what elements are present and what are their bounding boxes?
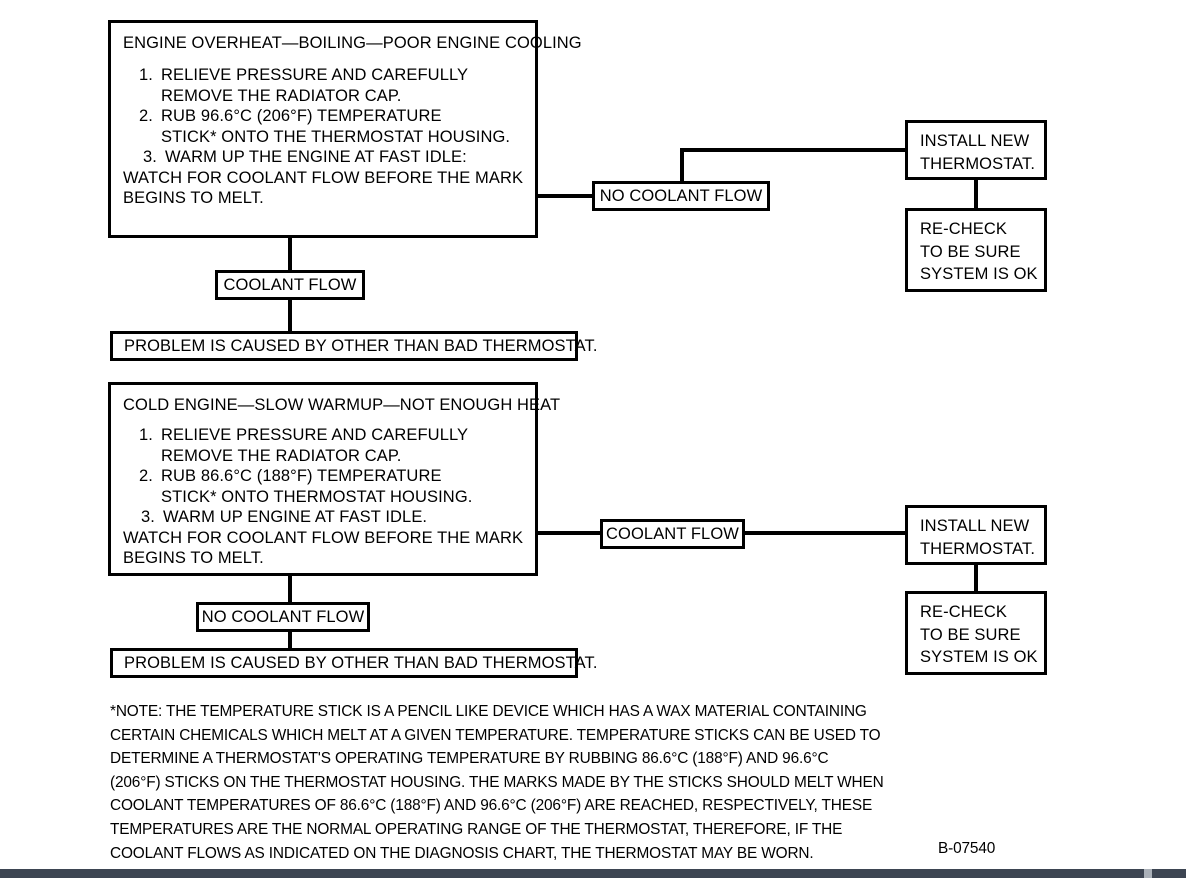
cold-coolant-flow-label: COOLANT FLOW	[606, 524, 739, 543]
footnote-line-3: DETERMINE A THERMOSTAT'S OPERATING TEMPE…	[110, 750, 829, 768]
cold-step-1-line1: 1. RELIEVE PRESSURE AND CAREFULLY	[123, 425, 523, 446]
footnote-line-5: COOLANT TEMPERATURES OF 86.6°C (188°F) A…	[110, 797, 873, 815]
footnote-line-2: CERTAIN CHEMICALS WHICH MELT AT A GIVEN …	[110, 726, 881, 744]
overheat-step-3-number: 3.	[143, 148, 157, 166]
connector-no-flow-riser	[680, 148, 684, 184]
overheat-step-2-number: 2.	[139, 107, 153, 125]
overheat-tail-line-1: WATCH FOR COOLANT FLOW BEFORE THE MARK	[123, 168, 524, 187]
overheat-step-3-line1: 3. WARM UP THE ENGINE AT FAST IDLE:	[123, 147, 523, 168]
cold-install-line-2: THERMOSTAT.	[920, 539, 1036, 558]
connector-no-flow-to-install	[680, 148, 908, 152]
cold-step-2-number: 2.	[139, 467, 153, 485]
cold-step-1-text: RELIEVE PRESSURE AND CAREFULLY	[161, 426, 469, 444]
overheat-panel-title: ENGINE OVERHEAT—BOILING—POOR ENGINE COOL…	[123, 34, 582, 52]
overheat-no-coolant-flow-label: NO COOLANT FLOW	[599, 186, 763, 205]
cold-procedure-panel: COLD ENGINE—SLOW WARMUP—NOT ENOUGH HEAT …	[108, 382, 561, 576]
bottom-status-bar	[0, 869, 1186, 878]
overheat-no-coolant-flow-box: NO COOLANT FLOW	[592, 181, 770, 211]
overheat-step-3-text: WARM UP THE ENGINE AT FAST IDLE:	[165, 148, 467, 166]
connector-cold-flow-to-install	[744, 531, 908, 535]
connector-cold-no-flow-to-result	[288, 630, 292, 650]
cold-step-1-line2: REMOVE THE RADIATOR CAP.	[123, 446, 523, 467]
overheat-step-2-text2: STICK* ONTO THE THERMOSTAT HOUSING.	[161, 127, 511, 146]
cold-step-2-text: RUB 86.6°C (188°F) TEMPERATURE	[161, 467, 442, 485]
overheat-result-box: PROBLEM IS CAUSED BY OTHER THAN BAD THER…	[110, 331, 597, 361]
overheat-step-1-text2: REMOVE THE RADIATOR CAP.	[161, 86, 402, 105]
connector-cold-panel-to-flow	[538, 531, 603, 535]
overheat-step-2-line1: 2. RUB 96.6°C (206°F) TEMPERATURE	[123, 106, 523, 127]
overheat-step-1-line2: REMOVE THE RADIATOR CAP.	[123, 86, 523, 107]
cold-step-1-text2: REMOVE THE RADIATOR CAP.	[161, 446, 402, 465]
overheat-step-1-text: RELIEVE PRESSURE AND CAREFULLY	[161, 66, 469, 84]
cold-no-coolant-flow-label: NO COOLANT FLOW	[201, 607, 365, 626]
cold-step-1-number: 1.	[139, 426, 153, 444]
footnote-line-1: *NOTE: THE TEMPERATURE STICK IS A PENCIL…	[110, 703, 867, 720]
footnote-text: *NOTE: THE TEMPERATURE STICK IS A PENCIL…	[110, 700, 910, 865]
cold-step-3-number: 3.	[141, 508, 155, 526]
cold-step-3-line1: 3. WARM UP ENGINE AT FAST IDLE.	[123, 507, 523, 528]
cold-tail-line-1: WATCH FOR COOLANT FLOW BEFORE THE MARK	[123, 528, 524, 547]
connector-overheat-panel-to-no-flow	[538, 194, 593, 198]
bottom-status-bar-notch	[1144, 869, 1152, 878]
overheat-recheck-box: RE-CHECK TO BE SURE SYSTEM IS OK	[905, 208, 1047, 292]
overheat-recheck-line-1: RE-CHECK	[920, 220, 1007, 238]
cold-recheck-line-1: RE-CHECK	[920, 603, 1007, 621]
connector-cold-panel-to-no-flow	[288, 574, 292, 604]
connector-flow-to-problem	[288, 298, 292, 333]
overheat-install-line-2: THERMOSTAT.	[920, 154, 1036, 173]
overheat-tail-line-2: BEGINS TO MELT.	[123, 189, 264, 207]
footnote-line-4: (206°F) STICKS ON THE THERMOSTAT HOUSING…	[110, 773, 884, 791]
cold-step-list: 1. RELIEVE PRESSURE AND CAREFULLY REMOVE …	[123, 425, 523, 528]
overheat-coolant-flow-box: COOLANT FLOW	[215, 270, 365, 300]
cold-recheck-line-2: TO BE SURE	[920, 625, 1021, 644]
overheat-step-2-text: RUB 96.6°C (206°F) TEMPERATURE	[161, 107, 442, 125]
cold-coolant-flow-box: COOLANT FLOW	[600, 519, 745, 549]
cold-tail-line-2: BEGINS TO MELT.	[123, 549, 264, 567]
overheat-recheck-line-2: TO BE SURE	[920, 242, 1021, 261]
cold-step-2-line1: 2. RUB 86.6°C (188°F) TEMPERATURE	[123, 466, 523, 487]
connector-overheat-panel-to-flow	[288, 236, 292, 272]
cold-step-2-text2: STICK* ONTO THERMOSTAT HOUSING.	[161, 487, 473, 506]
overheat-step-1-line1: 1. RELIEVE PRESSURE AND CAREFULLY	[123, 65, 523, 86]
figure-reference-code: B-07540	[938, 840, 996, 857]
cold-install-thermostat-box: INSTALL NEW THERMOSTAT.	[905, 505, 1047, 565]
footnote-line-7: COOLANT FLOWS AS INDICATED ON THE DIAGNO…	[110, 844, 814, 862]
overheat-install-thermostat-box: INSTALL NEW THERMOSTAT.	[905, 120, 1047, 180]
cold-step-3-text: WARM UP ENGINE AT FAST IDLE.	[163, 508, 428, 526]
overheat-step-1-number: 1.	[139, 66, 153, 84]
connector-cold-install-to-recheck	[974, 563, 978, 593]
overheat-recheck-line-3: SYSTEM IS OK	[920, 265, 1038, 283]
overheat-procedure-panel: ENGINE OVERHEAT—BOILING—POOR ENGINE COOL…	[108, 20, 582, 238]
overheat-step-2-line2: STICK* ONTO THE THERMOSTAT HOUSING.	[123, 127, 523, 148]
overheat-result-label: PROBLEM IS CAUSED BY OTHER THAN BAD THER…	[124, 336, 598, 355]
footnote-line-6: TEMPERATURES ARE THE NORMAL OPERATING RA…	[110, 820, 843, 838]
overheat-coolant-flow-label: COOLANT FLOW	[223, 275, 357, 294]
cold-recheck-box: RE-CHECK TO BE SURE SYSTEM IS OK	[905, 591, 1047, 675]
overheat-step-list: 1. RELIEVE PRESSURE AND CAREFULLY REMOVE …	[123, 65, 523, 168]
overheat-install-line-1: INSTALL NEW	[920, 132, 1030, 150]
cold-result-box: PROBLEM IS CAUSED BY OTHER THAN BAD THER…	[110, 648, 597, 678]
cold-recheck-line-3: SYSTEM IS OK	[920, 648, 1038, 666]
cold-result-label: PROBLEM IS CAUSED BY OTHER THAN BAD THER…	[124, 653, 598, 672]
cold-no-coolant-flow-box: NO COOLANT FLOW	[196, 602, 370, 632]
cold-panel-title: COLD ENGINE—SLOW WARMUP—NOT ENOUGH HEAT	[123, 396, 561, 414]
cold-install-line-1: INSTALL NEW	[920, 517, 1030, 535]
cold-step-2-line2: STICK* ONTO THERMOSTAT HOUSING.	[123, 487, 523, 508]
connector-install-to-recheck	[974, 178, 978, 210]
